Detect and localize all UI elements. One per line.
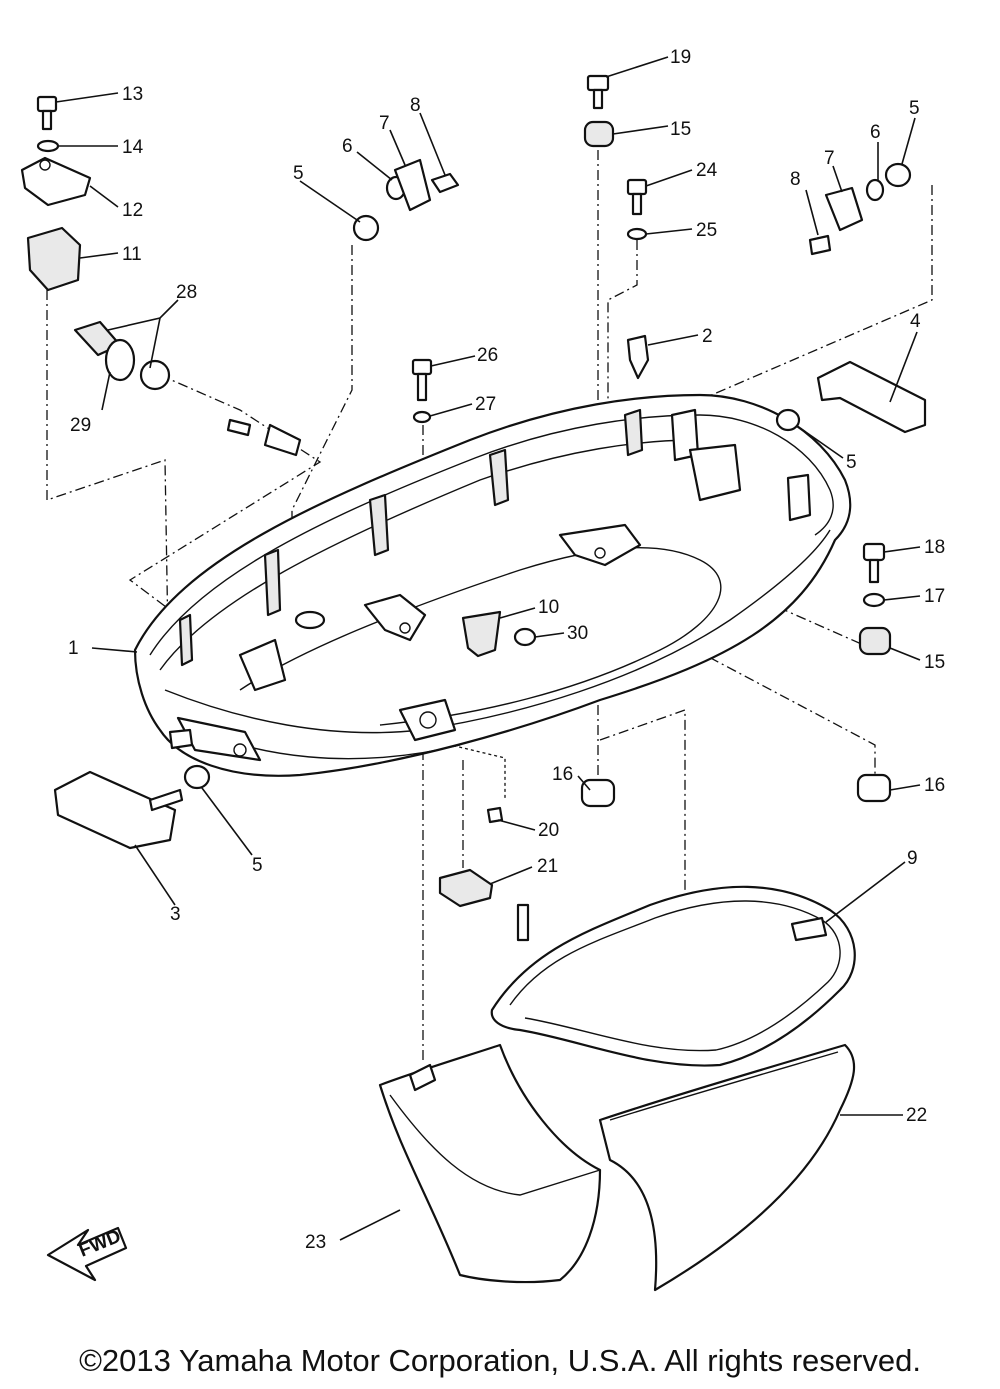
grommet-5c	[775, 408, 801, 432]
bolt-26	[411, 358, 433, 402]
callout-10: 10	[538, 597, 559, 618]
callout-5a: 5	[293, 163, 304, 184]
grommet-5b	[884, 162, 912, 188]
bolt-19	[586, 74, 610, 110]
callout-24: 24	[696, 160, 718, 181]
grommet-15a	[583, 120, 615, 148]
lever-3	[53, 770, 177, 850]
clip-7a	[393, 158, 432, 212]
callout-16b: 16	[924, 775, 945, 796]
grommet-16b	[856, 773, 892, 803]
callout-19: 19	[670, 47, 691, 68]
seal-9	[490, 885, 856, 1067]
washer-25	[626, 227, 648, 241]
callout-18: 18	[924, 537, 945, 558]
plug-28	[73, 320, 302, 457]
bolt-24	[626, 178, 648, 216]
washer-27	[412, 410, 432, 424]
leader-lines	[55, 56, 921, 1241]
callout-22: 22	[906, 1105, 927, 1126]
callout-28: 28	[176, 282, 197, 303]
assembly-lines	[46, 150, 933, 1060]
callout-8a: 8	[410, 95, 421, 116]
washer-14	[36, 139, 60, 153]
grommet-15b	[858, 626, 892, 656]
callout-15b: 15	[924, 652, 945, 673]
callout-27: 27	[475, 394, 496, 415]
callout-25: 25	[696, 220, 717, 241]
callout-6a: 6	[342, 136, 353, 157]
screw-20	[486, 806, 504, 824]
callout-4: 4	[910, 311, 921, 332]
callout-8b: 8	[790, 169, 801, 190]
callout-2: 2	[702, 326, 713, 347]
callout-labels: 13 14 12 11 28 29 5 6 7 8 19 15 24 25 8 …	[68, 47, 945, 1253]
callout-5b: 5	[909, 98, 920, 119]
washer-17	[862, 592, 886, 608]
callout-29: 29	[70, 415, 91, 436]
callout-14: 14	[122, 137, 144, 158]
callout-13: 13	[122, 84, 143, 105]
callout-5d: 5	[252, 855, 263, 876]
callout-12: 12	[122, 200, 143, 221]
callout-30: 30	[567, 623, 588, 644]
callout-7a: 7	[379, 113, 390, 134]
washer-6b	[865, 178, 885, 202]
screw-8b	[808, 234, 832, 256]
pad-21	[438, 868, 494, 908]
callout-20: 20	[538, 820, 559, 841]
cover-23	[378, 1043, 602, 1284]
clip-7b	[824, 186, 864, 232]
plate-12	[20, 156, 92, 207]
callout-26: 26	[477, 345, 498, 366]
grommet-5d	[183, 764, 211, 790]
callout-16a: 16	[552, 764, 573, 785]
callout-11: 11	[122, 244, 142, 265]
callout-7b: 7	[824, 148, 835, 169]
fitting-2	[626, 334, 650, 380]
bottom-cowling	[133, 393, 852, 777]
callout-3: 3	[170, 904, 181, 925]
copyright-notice: ©2013 Yamaha Motor Corporation, U.S.A. A…	[79, 1343, 921, 1378]
cap-30	[513, 627, 537, 647]
bolt-13	[36, 95, 58, 131]
callout-17: 17	[924, 586, 945, 607]
callout-9: 9	[907, 848, 918, 869]
grommet-16a	[580, 778, 616, 808]
callout-1: 1	[68, 638, 79, 659]
callout-15a: 15	[670, 119, 691, 140]
callout-23: 23	[305, 1232, 326, 1253]
plug-10	[461, 610, 502, 658]
callout-5c: 5	[846, 452, 857, 473]
callout-21: 21	[537, 856, 558, 877]
bolt-18	[862, 542, 886, 584]
fwd-arrow: FWD	[46, 1226, 128, 1282]
grommet-11	[26, 226, 82, 292]
cover-22	[598, 1043, 856, 1292]
lever-4	[816, 360, 927, 434]
screw-8a	[430, 172, 460, 194]
callout-6b: 6	[870, 122, 881, 143]
